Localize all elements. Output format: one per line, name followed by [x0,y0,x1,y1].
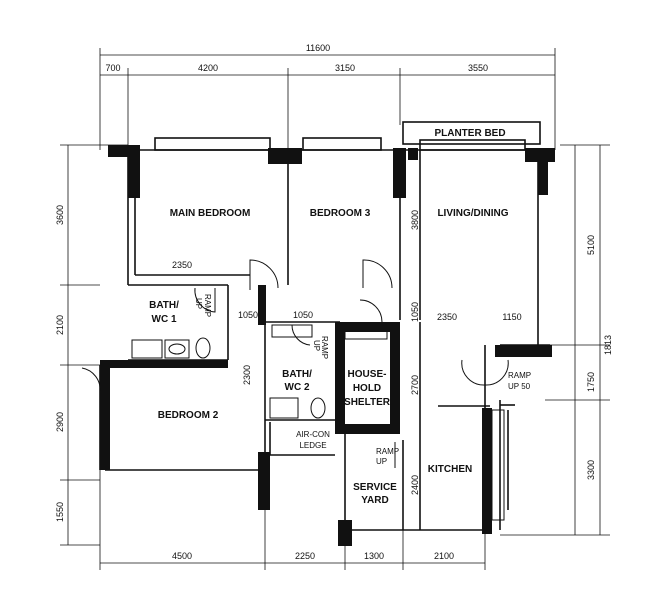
inner-dim-2300: 2300 [242,365,252,385]
top-dim-2: 4200 [198,63,218,73]
left-dim-2: 2100 [55,315,65,335]
ramp-up-2-line2: UP [312,340,321,351]
planter-bed-label: PLANTER BED [434,128,505,139]
bedroom-3-label: BEDROOM 3 [310,208,371,219]
aircon-ledge-label-line2: LEDGE [299,441,326,450]
right-dim-2: 1813 [603,335,613,355]
door-swings [81,259,509,468]
household-shelter-label-line2: HOLD [353,383,381,394]
dimension-lines [60,48,610,570]
right-dim-1: 5100 [586,235,596,255]
service-yard-label-line2: YARD [361,495,388,506]
inner-dim-1050-a: 1050 [238,310,258,320]
aircon-ledge-label-line1: AIR-CON [296,430,330,439]
kitchen-label: KITCHEN [428,464,472,475]
inner-dim-2400: 2400 [410,475,420,495]
ramp-up-1-line2: UP [194,298,203,309]
household-shelter-label-line3: SHELTER [344,397,391,408]
bottom-dim-2: 2250 [295,551,315,561]
inner-dim-2350-right: 2350 [437,312,457,322]
living-dining-label: LIVING/DINING [437,208,508,219]
bath-wc1-label-line2: WC 1 [152,314,177,325]
top-dim-1: 700 [105,63,120,73]
bath-wc2-label-line1: BATH/ [282,369,312,380]
ramp-up-2-line1: RAMP [320,336,329,359]
ramp-up-1-line1: RAMP [203,294,212,317]
right-dim-3: 1750 [586,372,596,392]
bedroom-2-label: BEDROOM 2 [158,410,219,421]
structural-columns [100,145,555,546]
left-dim-3: 2900 [55,412,65,432]
right-dim-4: 3300 [586,460,596,480]
bath-wc2-label-line2: WC 2 [285,382,310,393]
ramp-up-3-line2: UP [376,457,387,466]
left-dim-4: 1550 [55,502,65,522]
top-dim-3: 3150 [335,63,355,73]
inner-dim-3800: 3800 [410,210,420,230]
top-dim-4: 3550 [468,63,488,73]
bath-wc1-label-line1: BATH/ [149,300,179,311]
inner-dim-2350-left: 2350 [172,260,192,270]
bottom-dim-3: 1300 [364,551,384,561]
ramp-up-3-line1: RAMP [376,447,399,456]
service-yard-label-line1: SERVICE [353,482,397,493]
inner-dim-1050-c: 1050 [410,302,420,322]
bottom-dim-1: 4500 [172,551,192,561]
total-width-label: 11600 [306,43,330,53]
main-bedroom-label: MAIN BEDROOM [170,208,251,219]
sanitary-fixtures [131,324,505,521]
ramp-up-4-line2: UP 50 [508,382,531,391]
inner-dim-2700: 2700 [410,375,420,395]
household-shelter-label-line1: HOUSE- [348,369,387,380]
inner-dim-1150: 1150 [502,312,521,322]
inner-dim-1050-b: 1050 [293,310,313,320]
left-dim-1: 3600 [55,205,65,225]
bottom-dim-4: 2100 [434,551,454,561]
ramp-up-4-line1: RAMP [508,371,531,380]
